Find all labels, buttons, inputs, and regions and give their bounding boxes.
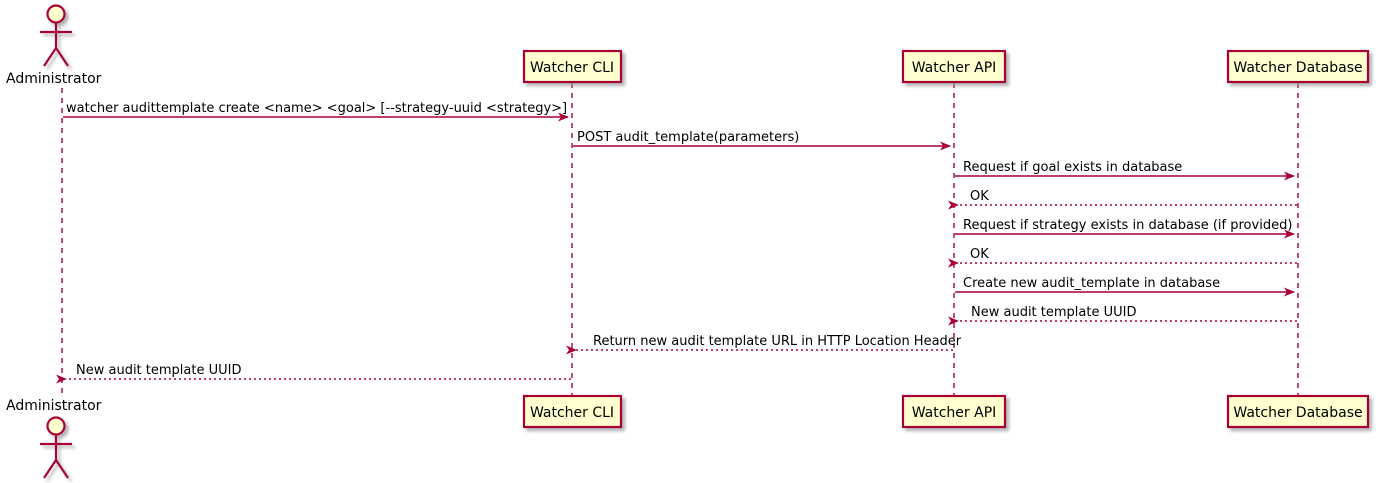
message-9[interactable]: Return new audit template URL in HTTP Lo… xyxy=(566,334,962,355)
message-label-4: OK xyxy=(970,189,989,204)
message-8[interactable]: New audit template UUID xyxy=(948,305,1297,326)
stick-figure-icon xyxy=(40,4,72,67)
message-2[interactable]: POST audit_template(parameters) xyxy=(573,130,951,151)
participant-box-watcher-cli-top[interactable] xyxy=(522,49,623,84)
participant-label-watcher-database-bottom: Watcher Database xyxy=(1233,405,1362,421)
participant-label-watcher-cli-top: Watcher CLI xyxy=(530,60,614,76)
message-label-10: New audit template UUID xyxy=(76,363,241,378)
message-1[interactable]: watcher audittemplate create <name> <goa… xyxy=(63,101,569,122)
message-3[interactable]: Request if goal exists in database xyxy=(955,160,1295,181)
message-label-9: Return new audit template URL in HTTP Lo… xyxy=(593,334,962,349)
message-5[interactable]: Request if strategy exists in database (… xyxy=(955,218,1295,239)
message-6[interactable]: OK xyxy=(948,247,1297,268)
participant-box-watcher-database-bottom[interactable] xyxy=(1226,394,1370,429)
message-4[interactable]: OK xyxy=(948,189,1297,210)
actor-label-administrator-bottom: Administrator xyxy=(6,398,102,414)
message-label-2: POST audit_template(parameters) xyxy=(577,130,799,145)
participant-label-watcher-api-top: Watcher API xyxy=(912,60,997,76)
message-label-8: New audit template UUID xyxy=(971,305,1136,320)
participant-label-watcher-api-bottom: Watcher API xyxy=(912,405,997,421)
participant-box-watcher-api-bottom[interactable] xyxy=(901,394,1007,429)
participant-box-watcher-database-top[interactable] xyxy=(1226,49,1370,84)
stick-figure-icon xyxy=(40,416,72,479)
participant-watcher-cli-bottom[interactable]: Watcher CLI xyxy=(522,394,623,429)
message-10[interactable]: New audit template UUID xyxy=(56,363,571,384)
participant-watcher-database-bottom[interactable]: Watcher Database xyxy=(1226,394,1370,429)
participant-watcher-database-top[interactable]: Watcher Database xyxy=(1226,49,1370,84)
participant-watcher-api-top[interactable]: Watcher API xyxy=(901,49,1007,84)
actor-label-administrator-top: Administrator xyxy=(6,71,102,87)
message-label-5: Request if strategy exists in database (… xyxy=(963,218,1292,233)
participant-watcher-api-bottom[interactable]: Watcher API xyxy=(901,394,1007,429)
participant-label-watcher-database-top: Watcher Database xyxy=(1233,60,1362,76)
actor-administrator-bottom[interactable]: Administrator xyxy=(6,398,102,479)
participant-box-watcher-cli-bottom[interactable] xyxy=(522,394,623,429)
message-label-6: OK xyxy=(970,247,989,262)
message-label-1: watcher audittemplate create <name> <goa… xyxy=(66,101,567,116)
participant-watcher-cli-top[interactable]: Watcher CLI xyxy=(522,49,623,84)
participant-label-watcher-cli-bottom: Watcher CLI xyxy=(530,405,614,421)
message-7[interactable]: Create new audit_template in database xyxy=(955,276,1295,297)
actor-administrator-top[interactable]: Administrator xyxy=(6,4,102,88)
message-label-3: Request if goal exists in database xyxy=(963,160,1182,175)
lifelines xyxy=(61,83,1299,396)
message-label-7: Create new audit_template in database xyxy=(963,276,1220,291)
participant-box-watcher-api-top[interactable] xyxy=(901,49,1007,84)
